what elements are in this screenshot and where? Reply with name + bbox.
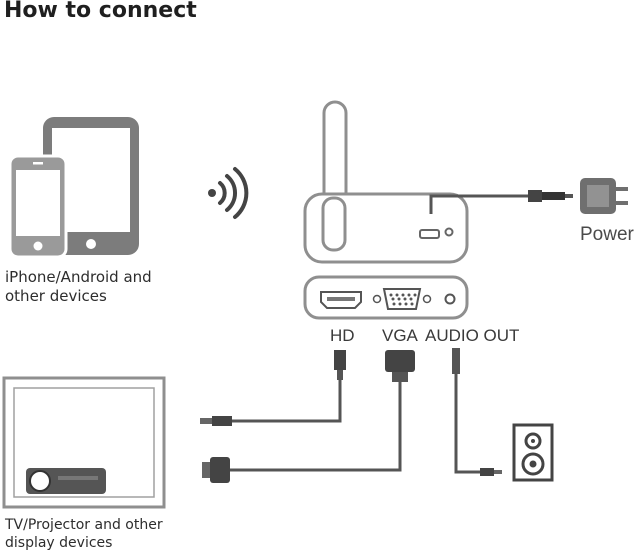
display-devices-label: TV/Projector and other display devices	[5, 516, 163, 552]
vga-cable	[202, 350, 415, 483]
projector-icon	[26, 468, 106, 494]
display-devices-label-line-1: TV/Projector and other	[5, 517, 163, 533]
power-cable	[429, 190, 573, 214]
hdmi-port	[320, 291, 362, 309]
receiver-back-panel	[303, 275, 469, 320]
hd-port-label: HD	[330, 326, 355, 345]
audio-jack-port	[444, 293, 456, 305]
page-title: How to connect	[4, 0, 197, 23]
micro-usb-port	[419, 229, 440, 239]
vga-port-label: VGA	[382, 326, 418, 345]
power-adapter-icon	[580, 178, 628, 214]
wifi-signal-icon	[208, 167, 249, 219]
vga-port	[372, 288, 432, 310]
hdmi-cable	[200, 350, 346, 426]
source-devices-label-line-2: other devices	[5, 287, 107, 305]
audio-out-port-label: AUDIO OUT	[425, 326, 520, 345]
source-devices-label: iPhone/Android and other devices	[5, 268, 152, 306]
audio-cable	[452, 348, 502, 476]
receiver-top-view	[303, 192, 469, 264]
power-label: Power	[580, 224, 634, 245]
speaker-icon	[512, 423, 554, 482]
smartphone-icon	[8, 154, 68, 259]
source-devices-label-line-1: iPhone/Android and	[5, 268, 152, 286]
display-devices-label-line-2: display devices	[5, 535, 113, 551]
